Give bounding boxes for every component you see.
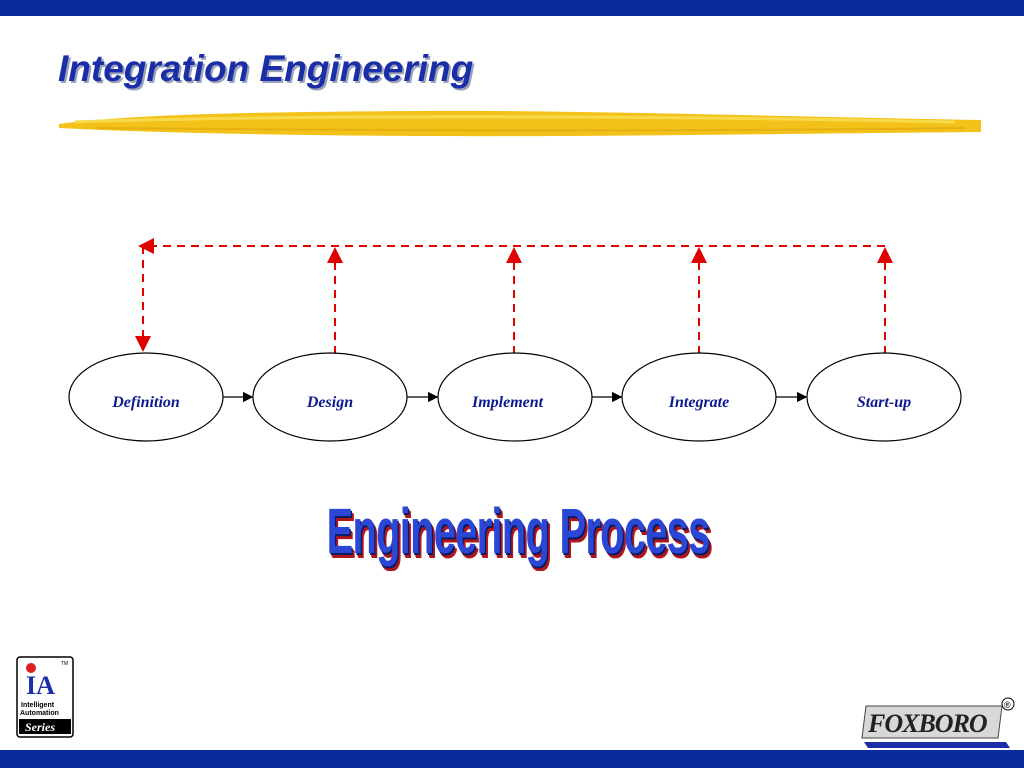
node-label-integrate: Integrate (668, 394, 730, 411)
ia-logo-text-1: Intelligent (21, 702, 55, 709)
yellow-brush-underline (59, 110, 981, 137)
node-label-startup: Start-up (856, 394, 912, 411)
ia-logo-text-2: Automation (20, 710, 59, 717)
engineering-process-banner: Engineering Process (326, 495, 711, 567)
node-label-definition: Definition (112, 394, 180, 411)
foxboro-logo: FOXBORO ® (860, 694, 1016, 750)
feedback-loop (135, 238, 893, 354)
ia-series-logo: IA TM Intelligent Automation Series (16, 656, 74, 738)
node-label-implement: Implement (472, 394, 544, 411)
ia-logo-series: Series (25, 720, 55, 734)
foxboro-wordmark: FOXBORO (867, 709, 988, 738)
slide-title: Integration Engineering (58, 48, 474, 89)
foxboro-registered-mark: ® (1004, 700, 1011, 710)
bottom-banner-bar (0, 750, 1024, 768)
top-banner-bar (0, 0, 1024, 16)
ia-logo-mark: IA (26, 671, 55, 700)
node-label-design: Design (306, 394, 354, 411)
ia-trademark: TM (61, 661, 68, 667)
process-flow-diagram (68, 238, 962, 442)
